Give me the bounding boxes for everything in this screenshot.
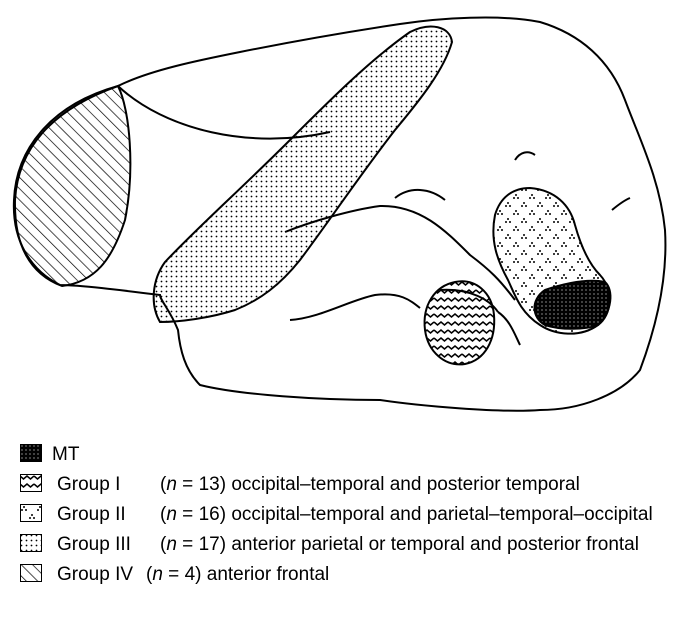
legend-description: (n = 17) anterior parietal or temporal a…	[160, 533, 639, 556]
sulcus-line	[612, 198, 630, 210]
legend-description-text: anterior frontal	[207, 564, 330, 585]
legend-description: (n = 4) anterior frontal	[146, 563, 329, 586]
legend-item-group-i: Group I (n = 13) occipital–temporal and …	[20, 473, 670, 496]
legend-group-label: Group II	[57, 503, 126, 526]
legend-group-label: Group I	[57, 473, 120, 496]
triangles-swatch-icon	[20, 504, 42, 522]
group-i-region	[425, 281, 495, 364]
hatch-swatch-icon	[20, 564, 42, 582]
legend-description: (n = 16) occipital–temporal and parietal…	[160, 503, 653, 526]
sulcus-line	[515, 152, 535, 160]
legend-item-group-ii: Group II (n = 16) occipital–temporal and…	[20, 503, 670, 526]
legend-description-text: occipital–temporal and posterior tempora…	[231, 474, 580, 495]
legend-group-label: Group III	[57, 533, 131, 556]
legend-n-value: 17	[199, 534, 220, 555]
legend-description: (n = 13) occipital–temporal and posterio…	[160, 473, 580, 496]
sulcus-line	[395, 190, 445, 200]
legend-n-value: 13	[199, 474, 220, 495]
sulcus-line	[290, 294, 420, 320]
group-iv-region	[15, 86, 130, 286]
legend-item-group-iv: Group IV (n = 4) anterior frontal	[20, 563, 670, 586]
legend-n-value: 16	[199, 504, 220, 525]
legend-item-group-iii: Group III (n = 17) anterior parietal or …	[20, 533, 670, 556]
mt-swatch-icon	[20, 444, 42, 462]
legend-description-text: anterior parietal or temporal and poster…	[231, 534, 639, 555]
legend: MT Group I (n = 13) occipital–temporal a…	[20, 443, 670, 593]
brain-diagram	[0, 0, 674, 420]
legend-n-value: 4	[185, 564, 196, 585]
dots-swatch-icon	[20, 534, 42, 552]
legend-group-label: MT	[52, 443, 79, 466]
wavy-swatch-icon	[20, 474, 42, 492]
legend-item-mt: MT	[20, 443, 670, 466]
group-iii-region	[154, 27, 452, 322]
sulcus-line	[498, 312, 520, 345]
legend-description-text: occipital–temporal and parietal–temporal…	[231, 504, 652, 525]
legend-group-label: Group IV	[57, 563, 133, 586]
